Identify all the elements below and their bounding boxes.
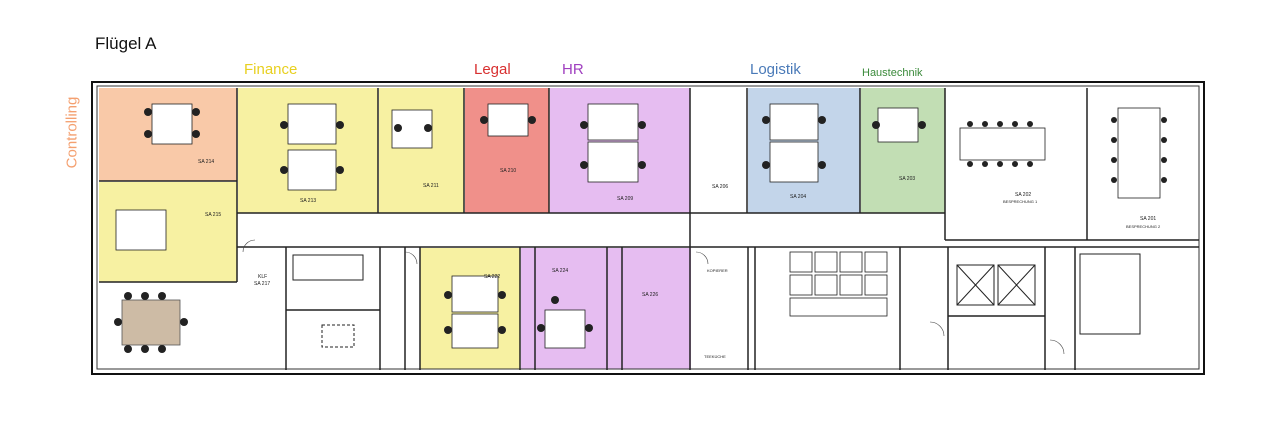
label-kopierer: KOPIERER: [707, 268, 728, 273]
room-label-klf: KLF: [258, 274, 267, 280]
outer-wall: [91, 81, 1205, 375]
room-label-sa210: SA 210: [500, 168, 516, 174]
room-label-sa217: SA 217: [254, 281, 270, 287]
room-label-sa204: SA 204: [790, 194, 806, 200]
meeting-table-klf: [121, 299, 181, 346]
dept-label-haustechnik: Haustechnik: [862, 67, 923, 79]
chairs: [114, 108, 1167, 353]
room-label-sa211: SA 211: [423, 183, 439, 189]
room-label-sa201: SA 201: [1140, 216, 1156, 222]
room-fill-hr-224: [521, 248, 691, 369]
room-label-sa222: SA 222: [484, 274, 500, 280]
dept-label-logistik: Logistik: [750, 61, 801, 78]
dept-label-hr: HR: [562, 61, 584, 78]
room-label-sa203: SA 203: [899, 176, 915, 182]
desks: [115, 103, 1161, 349]
room-label-sa224: SA 224: [552, 268, 568, 274]
room-name-sa201: BESPRECHUNG 2: [1126, 224, 1161, 229]
room-fill-haustechnik: [861, 88, 945, 213]
room-label-sa215: SA 215: [205, 212, 221, 218]
room-label-sa226: SA 226: [642, 292, 658, 298]
dept-label-finance: Finance: [244, 61, 298, 78]
room-name-sa202: BESPRECHUNG 1: [1003, 199, 1038, 204]
room-label-sa213: SA 213: [300, 198, 316, 204]
label-teekueche: TEEKÜCHE: [704, 354, 726, 359]
partitions: [99, 88, 1199, 370]
inner-wall-line: [96, 85, 1200, 370]
door-arcs: [242, 239, 1065, 355]
elevator-shafts: [292, 253, 1141, 348]
room-label-sa202: SA 202: [1015, 192, 1031, 198]
room-label-sa209: SA 209: [617, 196, 633, 202]
sanitary: [789, 251, 888, 317]
room-label-sa206: SA 206: [712, 184, 728, 190]
wing-title: Flügel A: [95, 34, 157, 53]
dept-label-legal: Legal: [474, 61, 511, 78]
room-fill-finance-211: [379, 88, 464, 213]
room-label-sa214: SA 214: [198, 159, 214, 165]
